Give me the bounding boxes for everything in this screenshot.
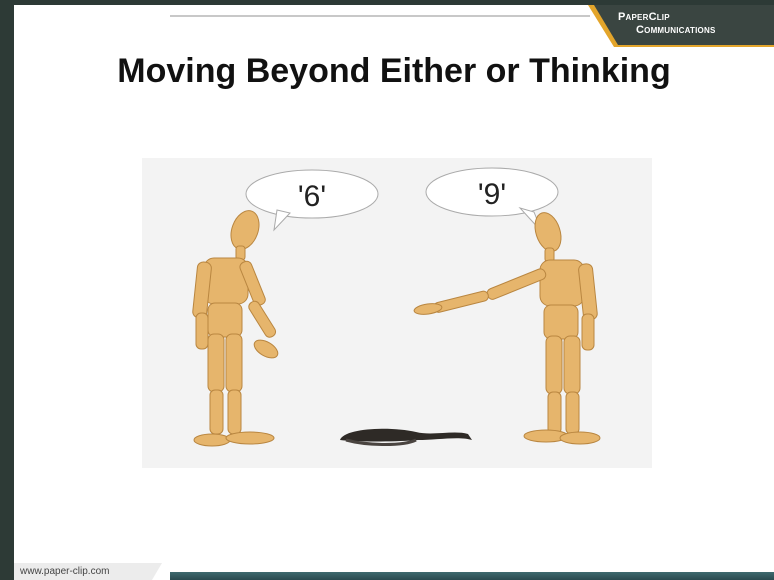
- right-speech-bubble: '9': [425, 167, 559, 233]
- left-mannequin: [192, 210, 279, 447]
- top-border: [0, 0, 774, 5]
- logo-text-line1: PaperClip: [618, 11, 670, 23]
- ambiguous-floor-shape: [340, 428, 472, 446]
- paperclip-logo: PaperClip Communications: [588, 5, 774, 47]
- header-rule: [170, 15, 590, 17]
- logo-text-line2: Communications: [636, 24, 716, 36]
- logo-backdrop: [588, 5, 774, 47]
- left-border: [0, 0, 14, 580]
- left-bubble-text: '6': [298, 180, 326, 213]
- left-speech-bubble: '6': [245, 169, 379, 232]
- slide-title: Moving Beyond Either or Thinking: [117, 52, 671, 90]
- right-mannequin: [413, 212, 601, 445]
- six-or-nine-illustration: '6' '9': [142, 158, 652, 468]
- footer-url: www.paper-clip.com: [14, 563, 152, 580]
- footer-bar: [170, 572, 774, 580]
- right-bubble-text: '9': [478, 178, 506, 211]
- footer-notch: [152, 563, 162, 580]
